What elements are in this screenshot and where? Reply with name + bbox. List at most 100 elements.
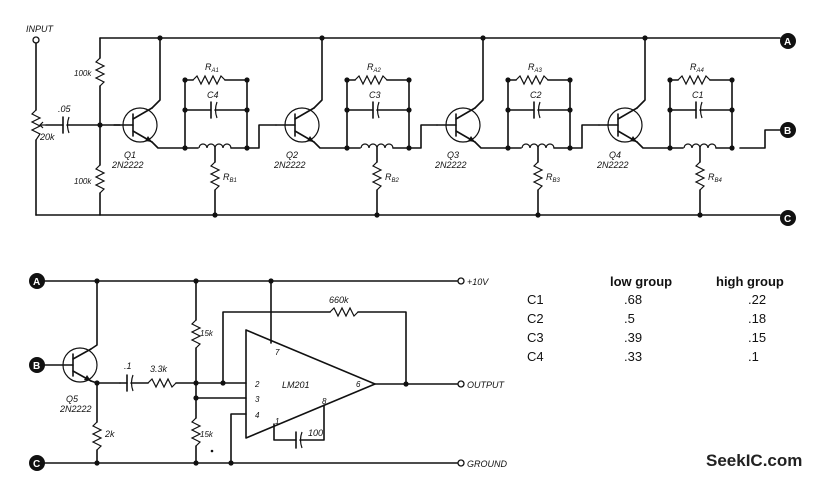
r-660k-label: 660k: [329, 295, 349, 305]
c2-label: C2: [530, 90, 542, 100]
output-label: OUTPUT: [467, 380, 506, 390]
plus10v-label: +10V: [467, 277, 489, 287]
rb4-label: RB4: [708, 172, 723, 184]
r-100k-top-label: 100k: [74, 69, 92, 78]
cap-100-label: 100: [308, 428, 323, 438]
ra4-label: RA4: [690, 62, 705, 74]
input-terminal: INPUT: [26, 24, 55, 216]
table-cell-high: .18: [748, 311, 766, 326]
ra3-label: RA3: [528, 62, 543, 74]
table-cell-name: C3: [527, 330, 544, 345]
opamp-lm201: LM201 2 3 4 7 6 8 1: [245, 329, 376, 439]
table-cell-name: C4: [527, 349, 544, 364]
table-cell-high: .1: [748, 349, 759, 364]
svg-text:C: C: [784, 214, 791, 225]
q3-label: Q3: [447, 150, 459, 160]
cap-point1: .1: [119, 361, 149, 392]
c3-label: C3: [369, 90, 381, 100]
terminal-a-top: A: [780, 33, 796, 49]
resistor-2k: 2k: [91, 382, 115, 464]
q5-type-label: 2N2222: [59, 404, 92, 414]
ground-label: GROUND: [467, 459, 507, 469]
transistor-q3: [436, 107, 481, 143]
rb2-label: RB2: [385, 172, 400, 184]
rb1-label: RB1: [223, 172, 237, 184]
table-header-low: low group: [610, 274, 672, 289]
q2-label: Q2: [286, 150, 298, 160]
table-row: C4 .33 .1: [527, 349, 759, 364]
svg-text:6: 6: [356, 380, 361, 389]
q4-label: Q4: [609, 150, 621, 160]
resistor-3k3: 3.3k: [147, 364, 247, 389]
svg-text:7: 7: [275, 348, 280, 357]
r-100k-bot-label: 100k: [74, 177, 92, 186]
watermark: SeekIC.com: [706, 451, 802, 470]
input-label: INPUT: [26, 24, 55, 34]
divider-15k: 15k 15k: [190, 280, 214, 464]
rail-b-out: [739, 129, 781, 149]
table-cell-high: .22: [748, 292, 766, 307]
feedback-loop: 660k: [222, 295, 409, 387]
table-header-high: high group: [716, 274, 784, 289]
c1-label: C1: [692, 90, 704, 100]
q3-type-label: 2N2222: [434, 160, 467, 170]
transistor-q2: [275, 107, 320, 143]
svg-text:B: B: [784, 126, 791, 137]
opamp-pin4-wire: [230, 413, 247, 464]
svg-text:A: A: [784, 37, 791, 48]
cap-05-label: .05: [58, 104, 72, 114]
q1-label: Q1: [124, 150, 136, 160]
r-2k-label: 2k: [104, 429, 115, 439]
output-wire: OUTPUT: [374, 380, 506, 390]
table-cell-high: .15: [748, 330, 766, 345]
table-cell-low: .5: [624, 311, 635, 326]
ra2-label: RA2: [367, 62, 382, 74]
table-cell-low: .33: [624, 349, 642, 364]
opamp-label: LM201: [282, 380, 310, 390]
cap-100: 100: [273, 404, 325, 449]
svg-text:1: 1: [275, 417, 279, 426]
q5-label: Q5: [66, 394, 79, 404]
table-cell-low: .68: [624, 292, 642, 307]
svg-text:B: B: [33, 361, 40, 372]
svg-text:4: 4: [255, 411, 260, 420]
cap-05: .05: [45, 104, 121, 134]
rail-ground: GROUND: [44, 459, 507, 469]
c4-label: C4: [207, 90, 219, 100]
terminal-c-bottom: C: [29, 455, 45, 471]
rail-plus10v: +10V: [44, 277, 489, 287]
r-15k-bot-label: 15k: [200, 430, 214, 439]
transistor-q1: [113, 107, 158, 143]
svg-text:3: 3: [255, 395, 260, 404]
svg-text:A: A: [33, 277, 40, 288]
cap-1-label: .1: [124, 361, 132, 371]
q2-type-label: 2N2222: [273, 160, 306, 170]
pot-20k: 20k: [30, 109, 55, 142]
terminal-b-top: B: [780, 122, 796, 138]
terminal-c-top: C: [780, 210, 796, 226]
terminal-a-bottom: A: [29, 273, 45, 289]
table-cell-low: .39: [624, 330, 642, 345]
q4-type-label: 2N2222: [596, 160, 629, 170]
r-15k-top-label: 15k: [200, 329, 214, 338]
terminal-b-bottom: B: [29, 357, 45, 373]
transistor-q5: Q5 2N2222: [44, 280, 121, 414]
table-row: C2 .5 .18: [527, 311, 766, 326]
bias-divider: 100k 100k: [74, 37, 106, 216]
r-33k-label: 3.3k: [150, 364, 168, 374]
rb3-label: RB3: [546, 172, 561, 184]
svg-text:2: 2: [254, 380, 260, 389]
svg-text:8: 8: [322, 397, 327, 406]
table-row: C3 .39 .15: [527, 330, 766, 345]
q1-type-label: 2N2222: [111, 160, 144, 170]
pot-20k-label: 20k: [39, 132, 55, 142]
table-cell-name: C2: [527, 311, 544, 326]
table-row: C1 .68 .22: [527, 292, 766, 307]
table-cell-name: C1: [527, 292, 544, 307]
